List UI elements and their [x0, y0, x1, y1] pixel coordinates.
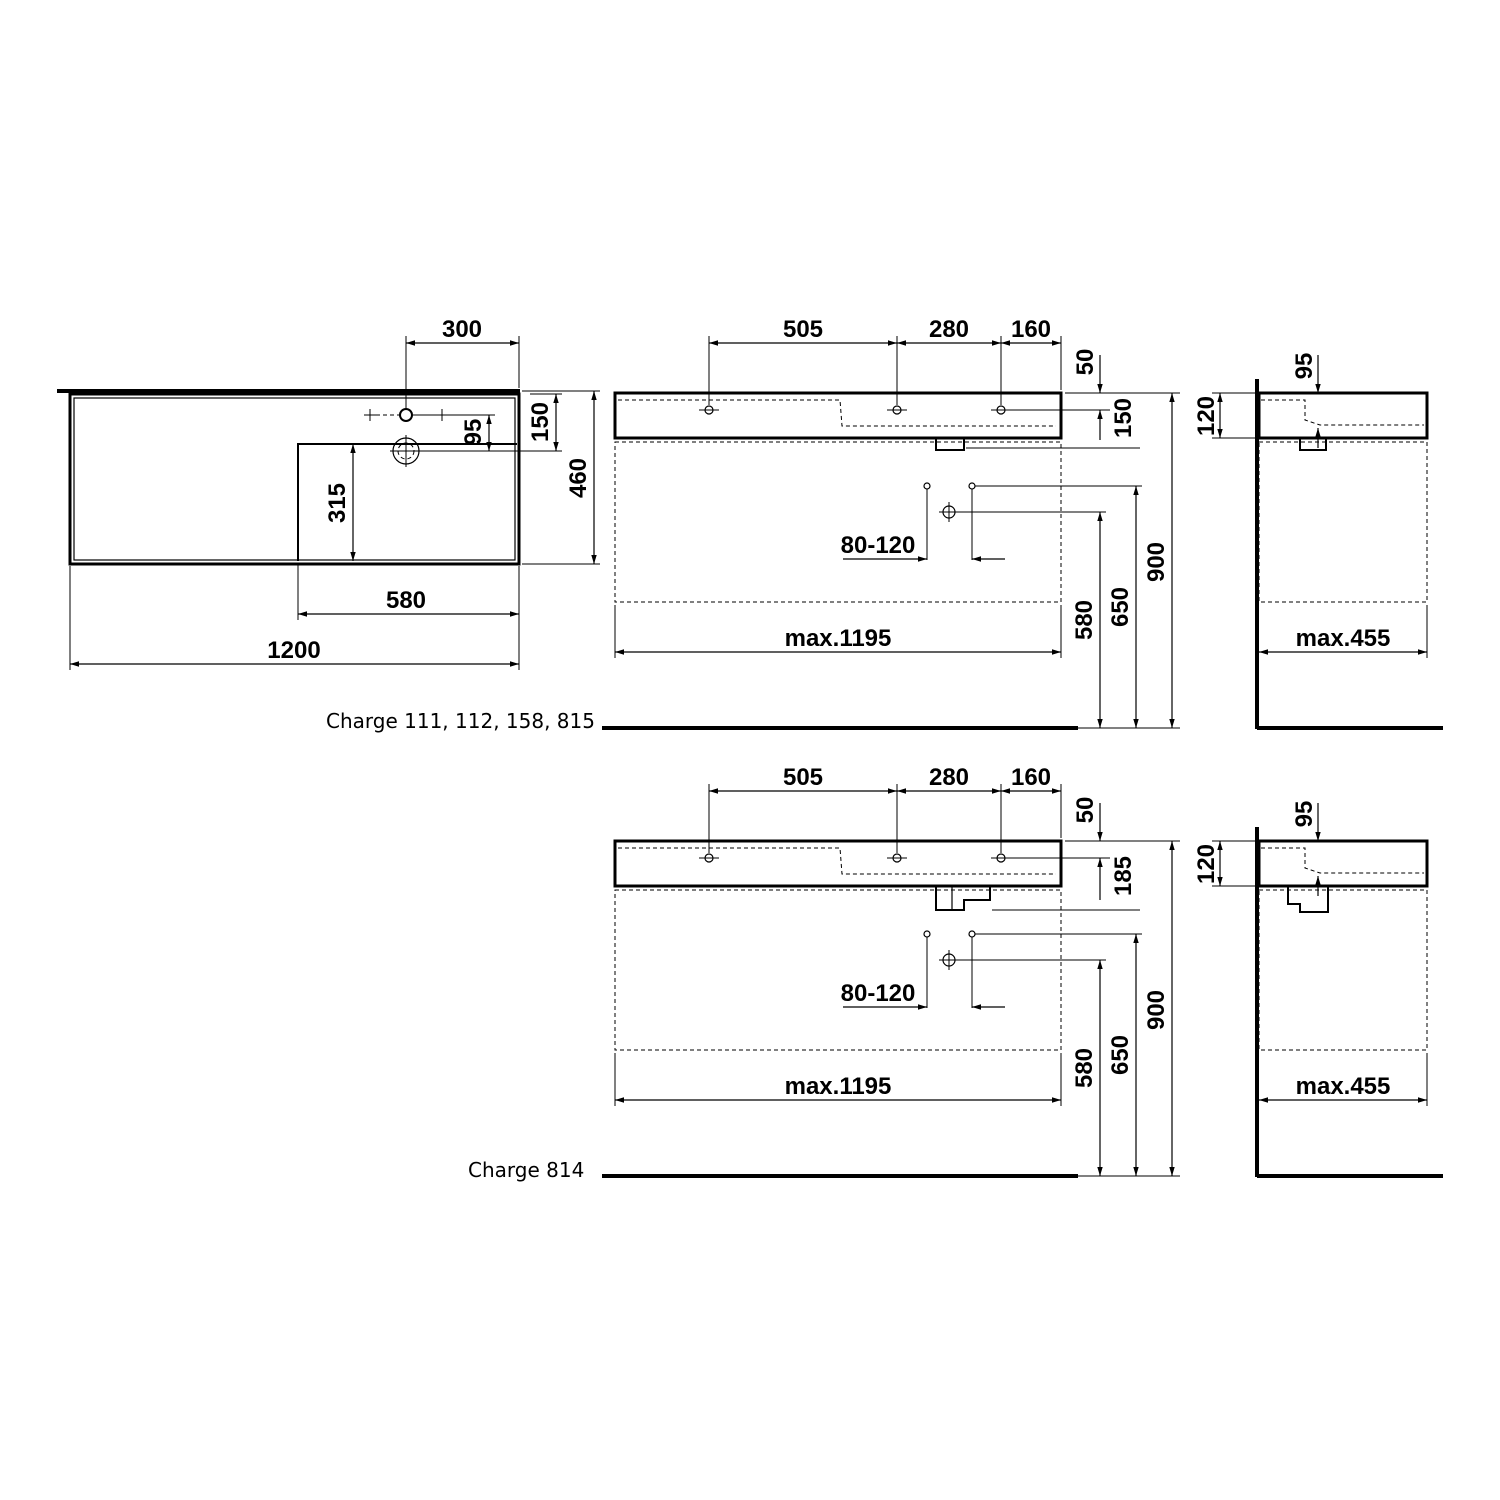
dim-580: 580 — [1071, 600, 1098, 640]
connection-icon — [968, 482, 976, 490]
dim-315: 315 — [324, 483, 351, 523]
front2-basin — [613, 839, 1063, 888]
dim-460: 460 — [565, 458, 592, 498]
dim-max1195: max.1195 — [785, 625, 892, 652]
dim-95: 95 — [460, 419, 487, 446]
dim-650: 650 — [1107, 587, 1134, 627]
front1-basin — [613, 391, 1063, 440]
dim-50: 50 — [1072, 797, 1099, 824]
caption-1: Charge 111, 112, 158, 815 — [326, 709, 595, 733]
dim-150: 150 — [1110, 398, 1137, 438]
side-view-1: 95 120 max.455 — [1193, 353, 1443, 730]
dim-505: 505 — [783, 764, 823, 791]
dim-120: 120 — [1193, 396, 1220, 436]
dim-160: 160 — [1011, 316, 1051, 343]
plan-bowl-outline — [297, 443, 517, 561]
plan-outline — [68, 392, 521, 566]
dim-120: 120 — [1193, 844, 1220, 884]
dim-650: 650 — [1107, 1035, 1134, 1075]
dim-max1195: max.1195 — [785, 1073, 892, 1100]
dim-1200: 1200 — [267, 637, 320, 664]
front-view-1: 80-120 505 280 160 50 150 580 650 900 ma — [602, 316, 1180, 730]
dim-150: 150 — [527, 402, 554, 442]
dim-580: 580 — [1071, 1048, 1098, 1088]
dim-max455: max.455 — [1296, 1073, 1391, 1100]
dim-280: 280 — [929, 764, 969, 791]
caption-2: Charge 814 — [468, 1158, 584, 1182]
dim-80-120: 80-120 — [841, 532, 916, 559]
dim-185: 185 — [1110, 856, 1137, 896]
side2-basin — [1257, 839, 1429, 888]
dim-max455: max.455 — [1296, 625, 1391, 652]
dim-50: 50 — [1072, 349, 1099, 376]
connection-icon — [923, 482, 931, 490]
tap-hole-icon — [399, 408, 413, 422]
front2-siphon — [935, 886, 991, 911]
dim-95: 95 — [1291, 353, 1318, 380]
dim-80-120: 80-120 — [841, 980, 916, 1007]
dim-505: 505 — [783, 316, 823, 343]
dim-95: 95 — [1291, 801, 1318, 828]
dim-900: 900 — [1143, 542, 1170, 582]
front2-cabinet — [614, 889, 1062, 1051]
front1-drain — [935, 437, 965, 451]
side-view-2: 95 120 max.455 — [1193, 801, 1443, 1178]
dim-280: 280 — [929, 316, 969, 343]
dim-300: 300 — [442, 316, 482, 343]
dim-160: 160 — [1011, 764, 1051, 791]
connection-icon — [968, 930, 976, 938]
plan-view: 300 150 95 460 315 580 1200 — [57, 316, 600, 670]
dim-580: 580 — [386, 587, 426, 614]
dim-900: 900 — [1143, 990, 1170, 1030]
front-view-2: 80-120 505 280 160 50 185 580 650 900 ma… — [602, 764, 1180, 1178]
front1-cabinet — [614, 441, 1062, 603]
side1-basin — [1257, 391, 1429, 440]
connection-icon — [923, 930, 931, 938]
